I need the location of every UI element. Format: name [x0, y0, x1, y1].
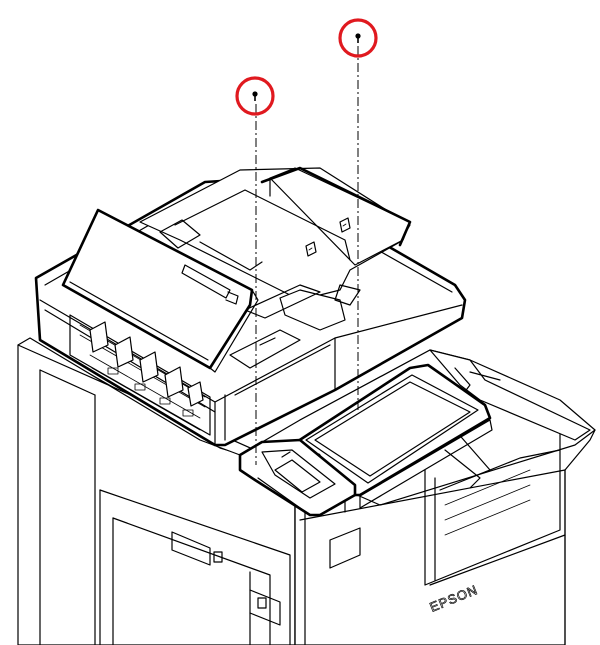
adf-feed-tray: [139, 166, 412, 331]
adf-cover: [61, 208, 263, 373]
callout-ring: [235, 76, 275, 116]
screw-callout-2: [338, 18, 378, 58]
screw-icon: [252, 91, 258, 101]
panel-bracket: [238, 438, 357, 517]
screw-icon: [355, 33, 361, 43]
callout-ring: [338, 18, 378, 58]
screw-callout-1: [235, 76, 275, 116]
output-tray: [429, 349, 591, 489]
